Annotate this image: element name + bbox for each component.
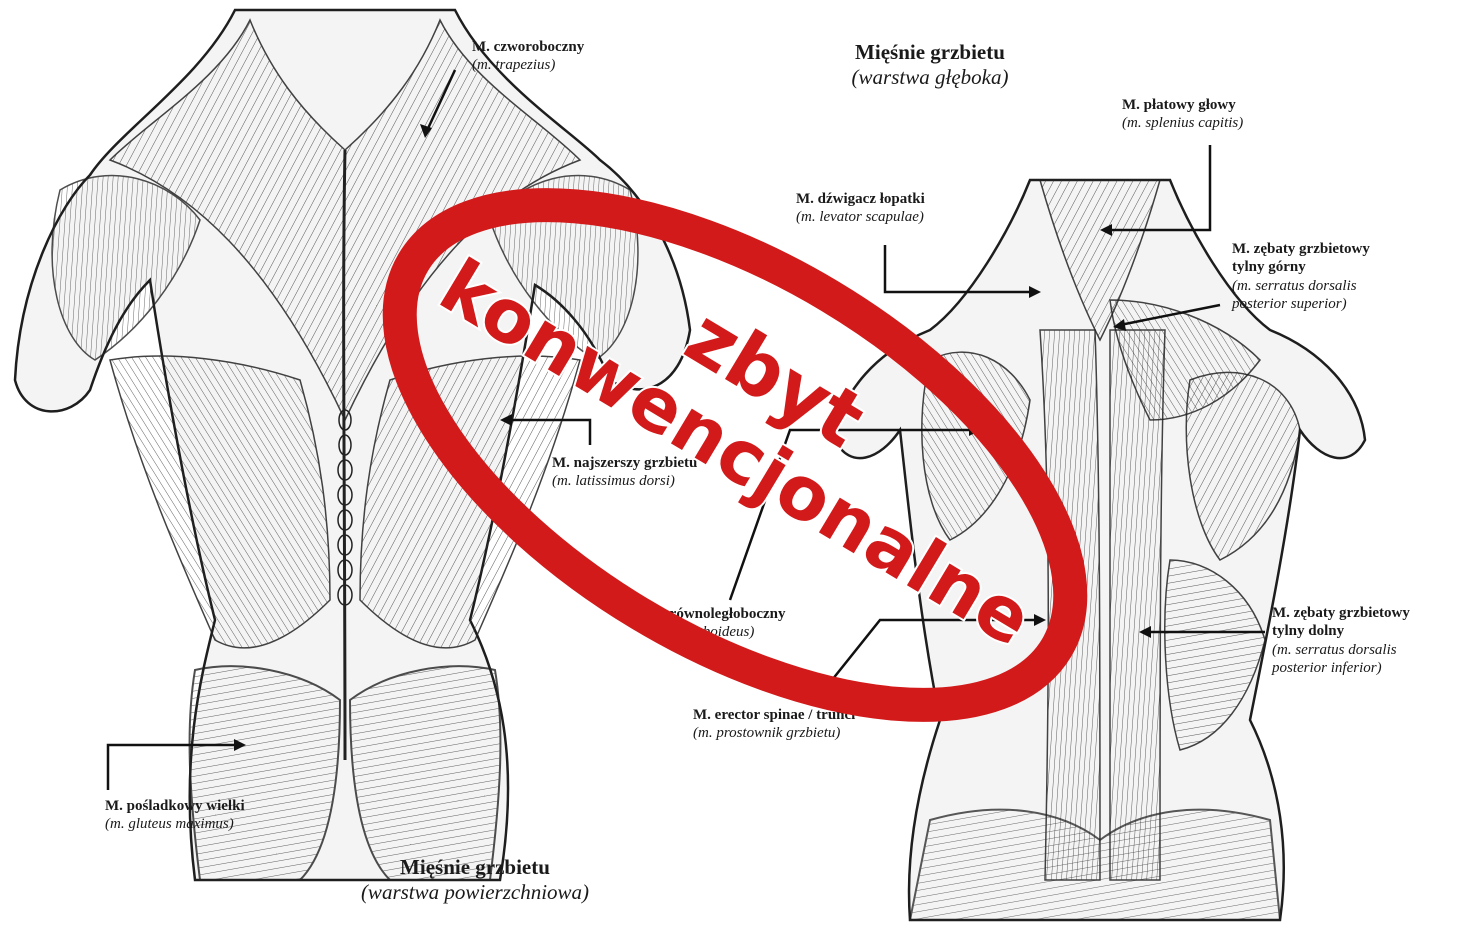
stamp-overlay: zbyt konwencjonalne [0,0,1472,938]
anatomy-diagram: M. czworoboczny (m. trapezius) M. najsze… [0,0,1472,938]
